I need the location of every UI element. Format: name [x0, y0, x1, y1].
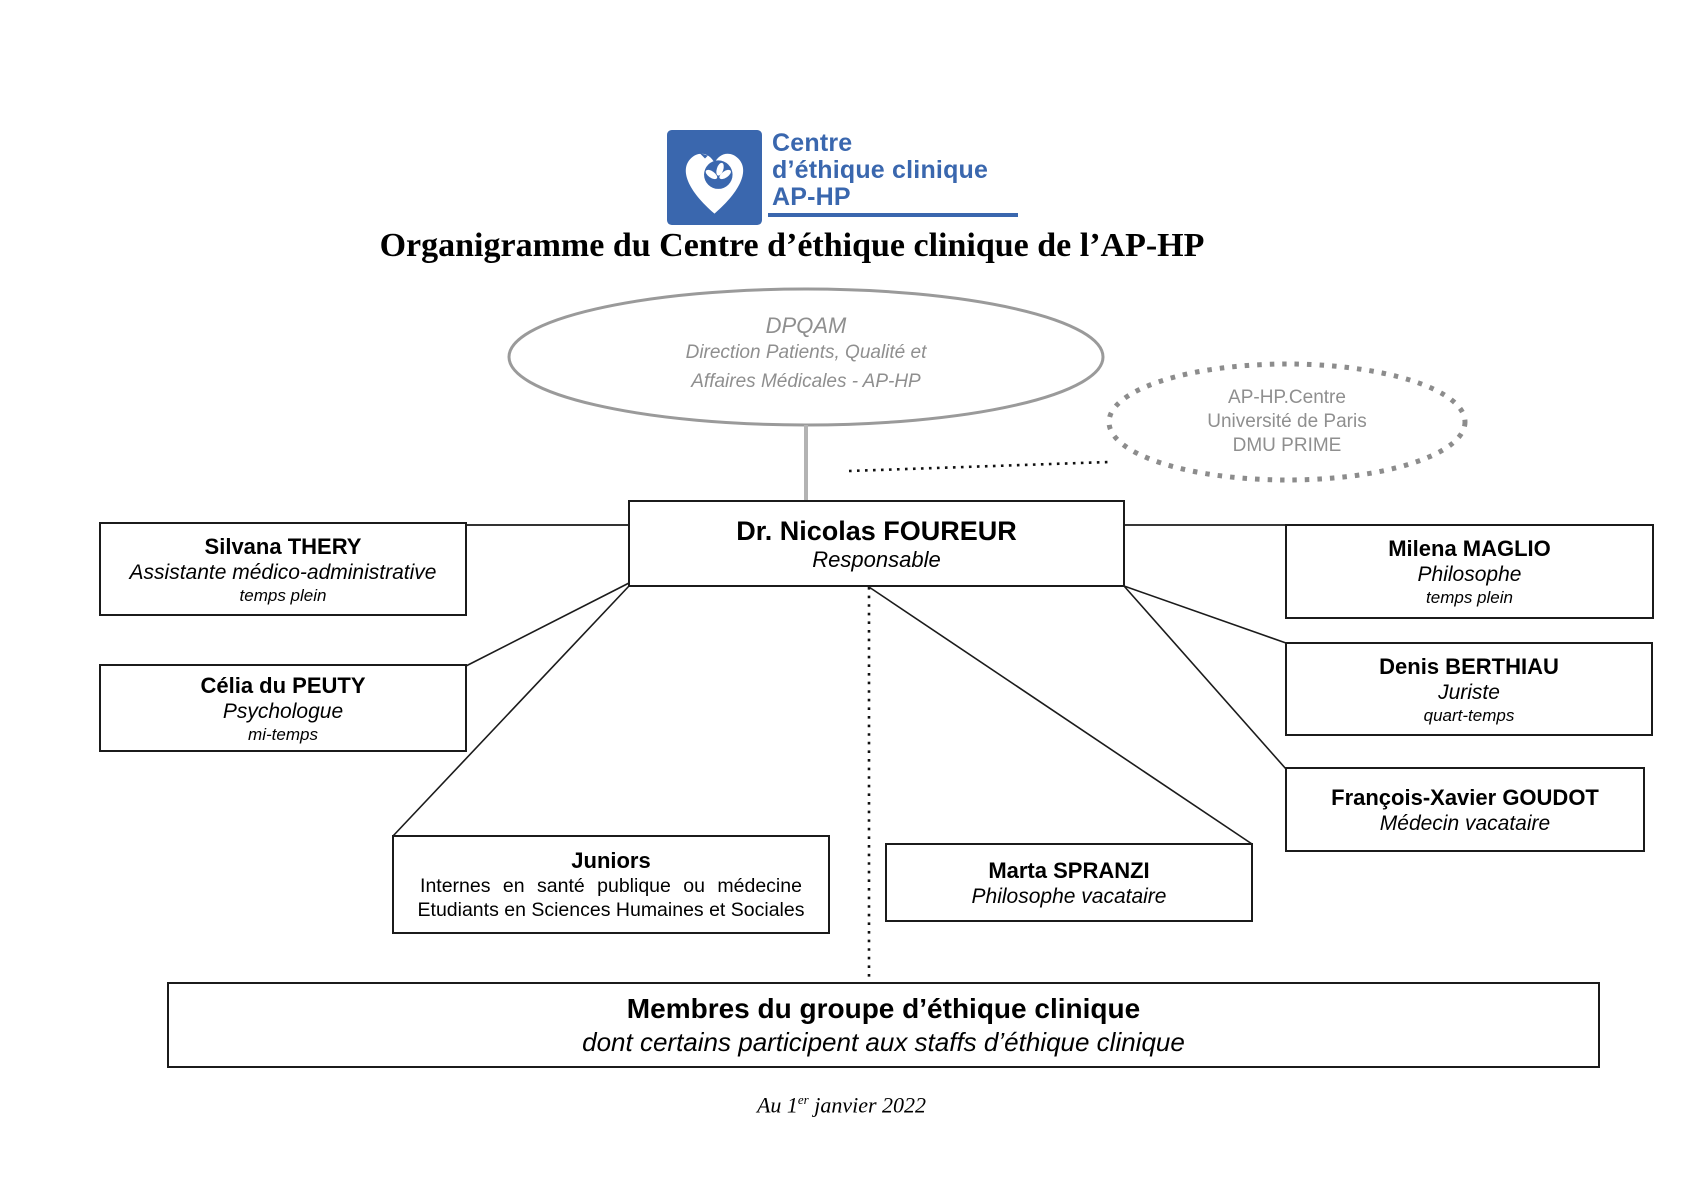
logo-line-ethique: d’éthique clinique [772, 156, 989, 184]
page-title: Organigramme du Centre d’éthique cliniqu… [379, 227, 1205, 264]
org-box-goudot: François-Xavier GOUDOT Médecin vacataire [1285, 767, 1645, 852]
person-role: Responsable [812, 546, 941, 572]
aphp-heart-logo-icon [667, 130, 762, 225]
aphp-centre-ellipse-outline [1106, 361, 1468, 483]
person-name: Dr. Nicolas FOUREUR [736, 515, 1017, 546]
logo-wordmark: Centre d’éthique clinique AP-HP [772, 130, 1032, 211]
logo-line-aphp: AP-HP [772, 183, 851, 211]
person-time: mi-temps [248, 724, 318, 744]
group-desc-line1: Internes en santé publique ou médecine [420, 875, 802, 897]
aphp-centre-line2: Université de Paris [1207, 411, 1367, 432]
person-time: temps plein [1426, 588, 1513, 607]
person-name: François-Xavier GOUDOT [1331, 784, 1599, 810]
date-ordinal-suffix: er [797, 1092, 809, 1107]
aphp-centre-line3: DMU PRIME [1232, 435, 1342, 456]
person-role: Philosophe vacataire [971, 884, 1167, 908]
aphp-centre-line1: AP-HP.Centre [1228, 387, 1346, 408]
person-name: Milena MAGLIO [1388, 536, 1551, 561]
org-box-membres: Membres du groupe d’éthique clinique don… [167, 982, 1600, 1068]
foureur-to-goudot-line [1123, 585, 1287, 770]
org-box-juniors: Juniors Internes en santé publique ou mé… [392, 835, 830, 934]
person-role: Médecin vacataire [1379, 811, 1551, 835]
org-box-spranzi: Marta SPRANZI Philosophe vacataire [885, 843, 1253, 922]
dpqam-to-aphp-centre-dotted-line [848, 460, 1110, 473]
person-name: Denis BERTHIAU [1379, 653, 1559, 679]
group-name: Juniors [571, 848, 651, 873]
group-name: Membres du groupe d’éthique clinique [626, 993, 1141, 1024]
group-desc-line2: Etudiants en Sciences Humaines et Social… [417, 899, 805, 921]
org-box-berthiau: Denis BERTHIAU Juriste quart-temps [1285, 642, 1653, 736]
aphp-centre-ellipse-label: AP-HP.Centre Université de Paris DMU PRI… [1109, 386, 1465, 458]
person-name: Marta SPRANZI [988, 857, 1150, 883]
dpqam-acronym: DPQAM [765, 313, 847, 338]
foureur-to-du-peuty-line [465, 582, 630, 667]
dpqam-line3: Affaires Médicales - AP-HP [691, 371, 921, 392]
person-name: Silvana THERY [204, 533, 362, 559]
dpqam-line2: Direction Patients, Qualité et [685, 342, 927, 363]
dpqam-ellipse-label: DPQAM Direction Patients, Qualité et Aff… [509, 312, 1103, 397]
effective-date: Au 1er janvier 2022 [0, 1092, 1683, 1118]
foureur-to-spranzi-line [868, 586, 1253, 845]
foureur-to-juniors-line [392, 585, 630, 837]
logo-line-centre: Centre [772, 129, 853, 157]
group-subtitle: dont certains participent aux staffs d’é… [582, 1027, 1185, 1057]
org-box-foureur: Dr. Nicolas FOUREUR Responsable [628, 500, 1125, 587]
person-time: temps plein [239, 585, 327, 605]
logo-underline [768, 213, 1018, 217]
person-role: Philosophe [1417, 563, 1522, 586]
person-role: Psychologue [222, 699, 344, 723]
person-name: Célia du PEUTY [200, 672, 366, 698]
person-role: Assistante médico-administrative [129, 560, 437, 584]
person-time: quart-temps [1423, 705, 1515, 725]
date-rest: janvier 2022 [808, 1092, 927, 1118]
org-box-du-peuty: Célia du PEUTY Psychologue mi-temps [99, 664, 467, 752]
person-role: Juriste [1438, 680, 1500, 704]
org-box-thery: Silvana THERY Assistante médico-administ… [99, 522, 467, 616]
org-box-maglio: Milena MAGLIO Philosophe temps plein [1285, 524, 1654, 619]
foureur-to-berthiau-line [1123, 585, 1287, 644]
date-prefix: Au 1 [756, 1092, 798, 1118]
